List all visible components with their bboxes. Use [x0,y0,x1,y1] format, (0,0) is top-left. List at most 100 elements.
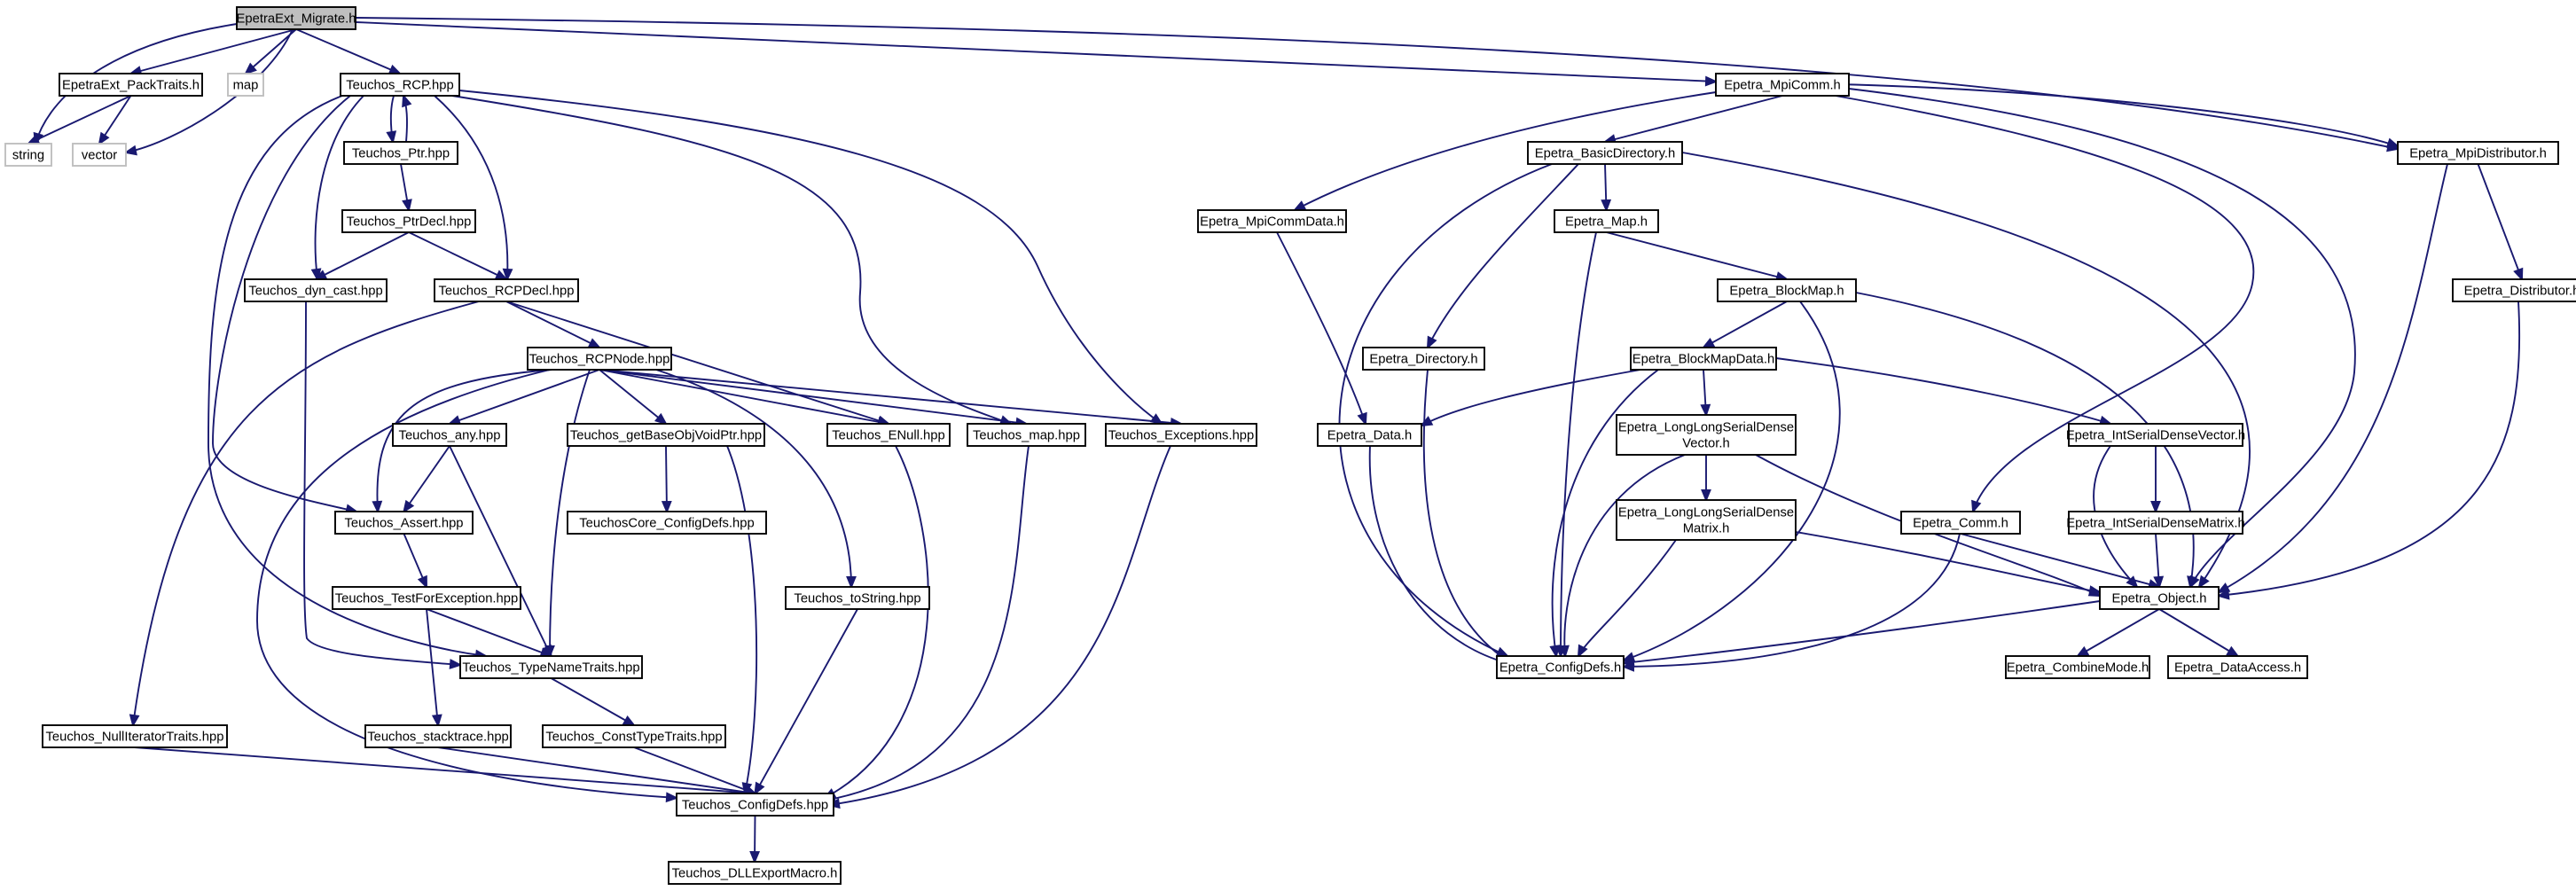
node-blockmap[interactable]: Epetra_BlockMap.h [1717,278,1857,302]
edge-tostring-to-tconf [754,608,858,796]
node-label: Teuchos_PtrDecl.hpp [347,215,472,230]
node-econf[interactable]: Epetra_ConfigDefs.h [1496,655,1625,679]
node-emap[interactable]: Epetra_Map.h [1554,209,1659,233]
edge-llvec-to-econf [1559,454,1686,659]
node-nulliter[interactable]: Teuchos_NullIteratorTraits.hpp [42,724,228,748]
edge-consttt-to-tconf [633,746,757,795]
edge-ext_migrate-to-mpicomm [355,21,1719,87]
node-label: Matrix.h [1683,522,1730,536]
node-edir[interactable]: Epetra_Directory.h [1362,347,1485,371]
edge-llmat-to-eobj [1795,531,2102,596]
edge-rcpnode-to-tostring [655,369,857,590]
node-map[interactable]: map [227,73,264,97]
node-edist[interactable]: Epetra_Distributor.h [2452,278,2576,302]
edge-ptr-to-rcp [402,93,412,143]
node-label: Epetra_MpiDistributor.h [2409,147,2547,161]
node-label: Epetra_MpiComm.h [1724,79,1841,93]
edge-rcp-to-ptr [386,95,397,145]
node-label: Teuchos_RCPDecl.hpp [439,285,575,299]
node-mpicommdata[interactable]: Epetra_MpiCommData.h [1197,209,1347,233]
edge-bmdata-to-isdvec [1775,357,2113,426]
edge-testexc-to-stack [426,608,442,728]
edge-rcpnode-to-assert [372,369,552,514]
edge-any-to-tnt [449,445,552,659]
node-coreconf[interactable]: TeuchosCore_ConfigDefs.hpp [567,511,767,535]
node-basicdir[interactable]: Epetra_BasicDirectory.h [1527,141,1683,165]
node-label: Teuchos_NullIteratorTraits.hpp [46,731,224,745]
node-bmdata[interactable]: Epetra_BlockMapData.h [1630,347,1777,371]
edge-any-to-assert [403,445,450,514]
node-eobj[interactable]: Epetra_Object.h [2099,586,2220,610]
node-assert[interactable]: Teuchos_Assert.hpp [334,511,474,535]
node-label: Epetra_Directory.h [1369,353,1477,367]
edge-rcpnode-to-any [447,369,600,426]
node-tmap[interactable]: Teuchos_map.hpp [967,423,1086,447]
edge-ptr-to-ptrdecl [400,163,412,213]
edge-rcp-to-tmap [451,95,1014,426]
edge-rcp-to-assert [212,95,359,515]
edge-tconf-to-dll [749,815,761,864]
edge-ext_migrate-to-mpidist [355,17,2400,152]
node-texc[interactable]: Teuchos_Exceptions.hpp [1105,423,1257,447]
edge-assert-to-testexc [403,533,427,590]
edge-ext_migrate-to-vector [123,28,294,156]
edge-rcpnode-to-getbase [599,369,668,426]
edge-mpidist-to-eobj [2216,163,2448,594]
edge-isdmat-to-eobj [2153,533,2165,590]
node-dll[interactable]: Teuchos_DLLExportMacro.h [668,861,842,885]
edge-rcp-to-rcpdecl [434,95,513,282]
edge-getbase-to-coreconf [661,445,672,514]
node-tnt[interactable]: Teuchos_TypeNameTraits.hpp [459,655,643,679]
edge-ptrdecl-to-dyncast [313,231,410,281]
node-ext_migrate[interactable]: EpetraExt_Migrate.h [236,6,356,30]
node-ptr[interactable]: Teuchos_Ptr.hpp [343,141,458,165]
node-rcpdecl[interactable]: Teuchos_RCPDecl.hpp [434,278,579,302]
node-isdmat[interactable]: Epetra_IntSerialDenseMatrix.h [2066,511,2245,535]
node-stack[interactable]: Teuchos_stacktrace.hpp [364,724,512,748]
node-enull[interactable]: Teuchos_ENull.hpp [826,423,951,447]
edge-eobj-to-combine [2075,608,2160,658]
edge-mpidist-to-edist [2477,163,2524,282]
edge-stack-to-tconf [437,746,757,798]
node-pack[interactable]: EpetraExt_PackTraits.h [59,73,203,97]
edge-pack-to-string [26,95,131,145]
graph-edges [26,17,2524,864]
node-ecomm[interactable]: Epetra_Comm.h [1900,511,2021,535]
node-edata[interactable]: Epetra_Data.h [1317,423,1422,447]
node-mpicomm[interactable]: Epetra_MpiComm.h [1715,73,1850,97]
edge-bmdata-to-edata [1419,369,1641,427]
node-string[interactable]: string [4,143,52,167]
edge-isdvec-to-isdmat [2150,446,2161,514]
edge-edist-to-eobj [2216,301,2521,600]
edge-mpicomm-to-ecomm [1835,95,2255,514]
node-mpidist[interactable]: Epetra_MpiDistributor.h [2397,141,2559,165]
node-combine[interactable]: Epetra_CombineMode.h [2005,655,2150,679]
node-label: Teuchos_toString.hpp [794,592,920,606]
node-isdvec[interactable]: Epetra_IntSerialDenseVector.h [2066,423,2245,447]
node-dyncast[interactable]: Teuchos_dyn_cast.hpp [244,278,388,302]
node-label: EpetraExt_PackTraits.h [62,79,200,93]
node-label: Epetra_Map.h [1565,215,1648,230]
edge-rcpnode-to-tconf [256,369,679,803]
edge-mpicomm-to-basicdir [1602,95,1783,145]
node-dataacc[interactable]: Epetra_DataAccess.h [2167,655,2308,679]
node-label: Epetra_IntSerialDenseMatrix.h [2066,517,2245,531]
node-testexc[interactable]: Teuchos_TestForException.hpp [332,586,521,610]
node-consttt[interactable]: Teuchos_ConstTypeTraits.hpp [542,724,726,748]
node-tostring[interactable]: Teuchos_toString.hpp [785,586,930,610]
node-label: Epetra_IntSerialDenseVector.h [2066,429,2245,443]
node-rcp[interactable]: Teuchos_RCP.hpp [340,73,460,97]
node-label: Epetra_Comm.h [1913,517,2008,531]
node-rcpnode[interactable]: Teuchos_RCPNode.hpp [527,347,672,371]
node-ptrdecl[interactable]: Teuchos_PtrDecl.hpp [341,209,476,233]
node-any[interactable]: Teuchos_any.hpp [392,423,507,447]
node-vector[interactable]: vector [72,143,127,167]
node-label: Teuchos_ConfigDefs.hpp [682,799,828,813]
edge-emap-to-econf [1555,231,1597,659]
node-getbase[interactable]: Teuchos_getBaseObjVoidPtr.hpp [567,423,765,447]
node-tconf[interactable]: Teuchos_ConfigDefs.hpp [676,793,834,817]
node-label: Epetra_Object.h [2112,592,2207,606]
edge-ecomm-to-econf [1621,533,1961,672]
